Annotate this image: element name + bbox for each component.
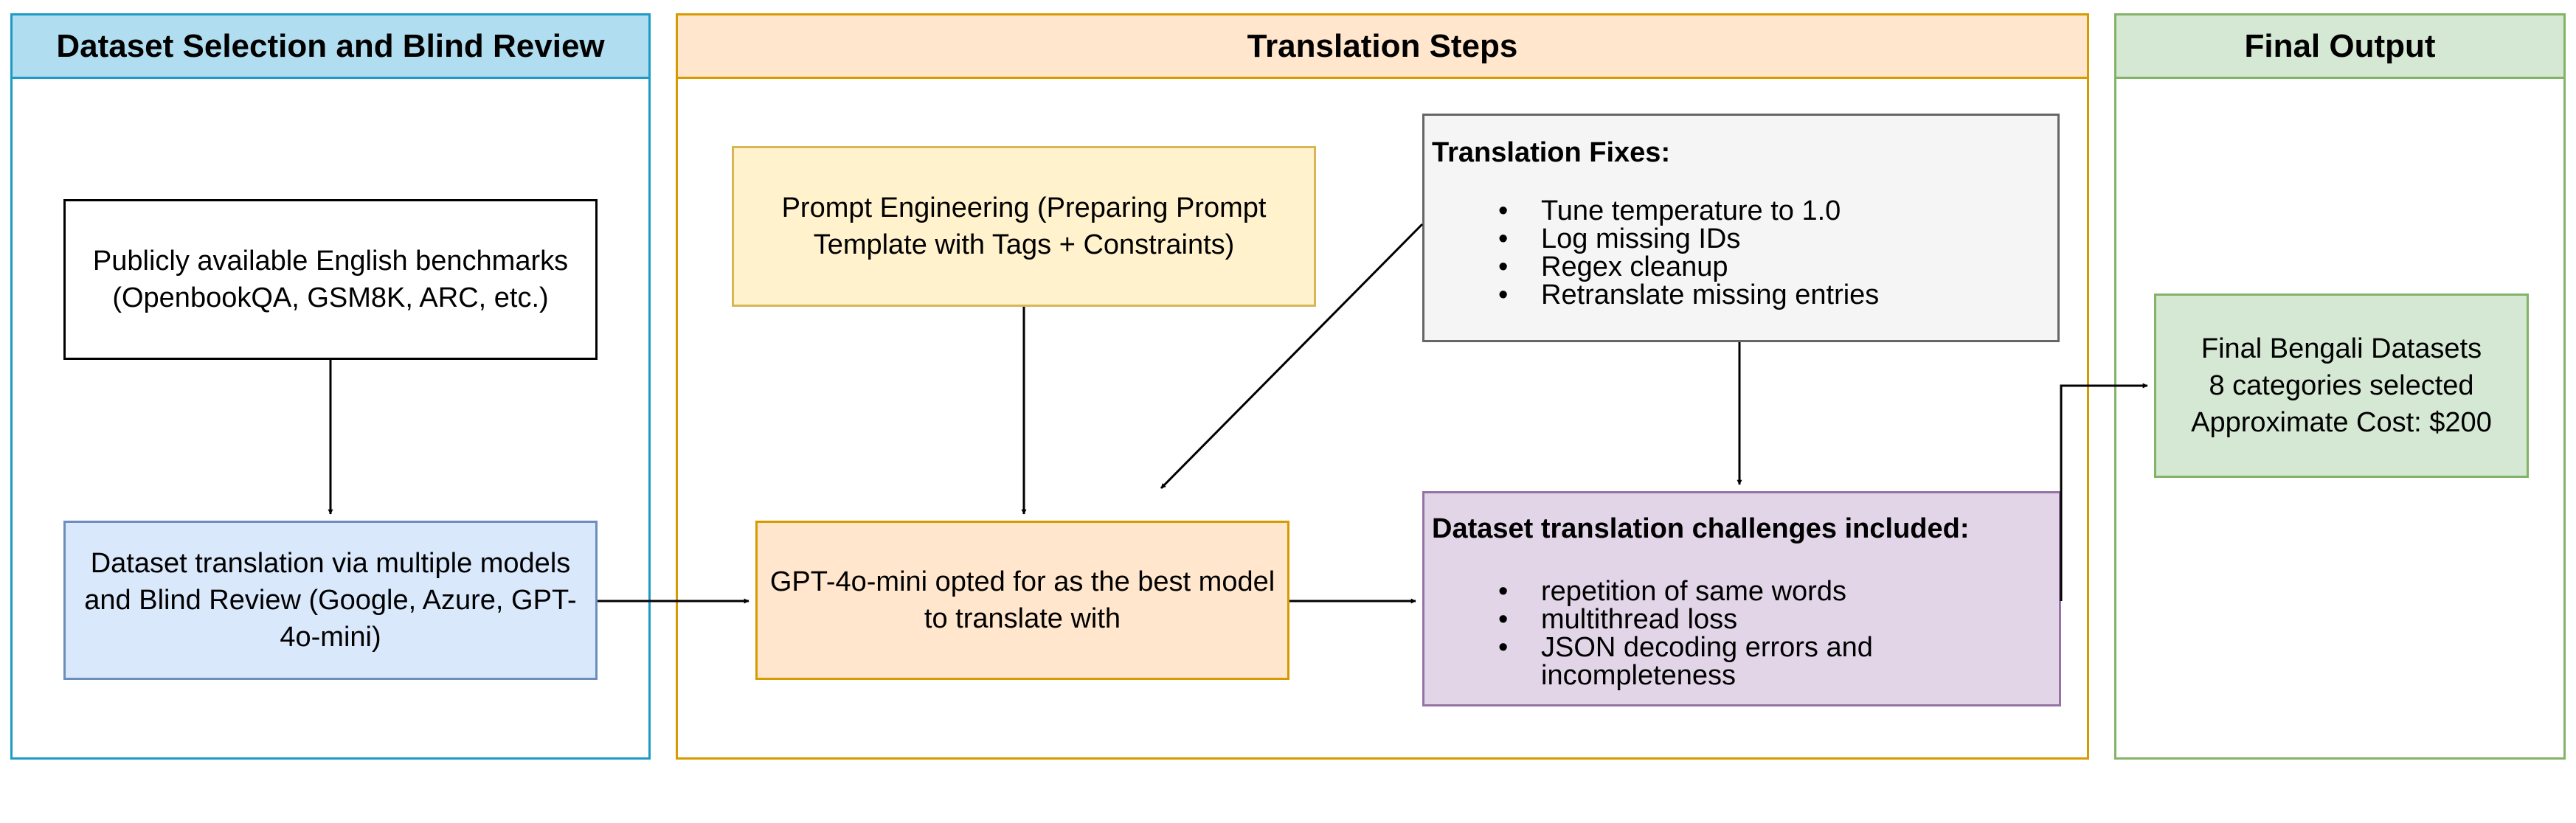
lane-title-translation-steps: Translation Steps xyxy=(678,15,2087,79)
list-item: Log missing IDs xyxy=(1498,225,2057,253)
list-item: Regex cleanup xyxy=(1498,253,2057,281)
list-item: Tune temperature to 1.0 xyxy=(1498,197,2057,225)
final-output-line-3: Approximate Cost: $200 xyxy=(2191,407,2492,439)
node-prompt-engineering: Prompt Engineering (Preparing Prompt Tem… xyxy=(732,146,1316,307)
node-english-benchmarks-text: Publicly available English benchmarks (O… xyxy=(92,245,569,313)
lane-title-final-output: Final Output xyxy=(2116,15,2563,79)
node-translation-fixes: Translation Fixes: Tune temperature to 1… xyxy=(1422,114,2060,342)
node-dataset-translation-review: Dataset translation via multiple models … xyxy=(63,521,598,680)
translation-fixes-list: Tune temperature to 1.0 Log missing IDs … xyxy=(1432,197,2057,309)
node-prompt-engineering-text: Prompt Engineering (Preparing Prompt Tem… xyxy=(781,192,1267,260)
final-output-line-2: 8 categories selected xyxy=(2209,369,2474,401)
node-translation-fixes-title: Translation Fixes: xyxy=(1432,137,1671,168)
list-item: multithread loss xyxy=(1498,605,2059,633)
translation-challenges-list: repetition of same words multithread los… xyxy=(1432,577,2059,690)
lane-dataset-selection: Dataset Selection and Blind Review xyxy=(10,13,651,760)
list-item: Retranslate missing entries xyxy=(1498,281,2057,309)
final-output-line-1: Final Bengali Datasets xyxy=(2201,333,2482,364)
node-translation-challenges: Dataset translation challenges included:… xyxy=(1422,491,2061,706)
list-item: repetition of same words xyxy=(1498,577,2059,605)
node-translation-challenges-title: Dataset translation challenges included: xyxy=(1432,513,1970,544)
node-final-bengali-datasets: Final Bengali Datasets 8 categories sele… xyxy=(2154,294,2529,478)
list-item: JSON decoding errors and incompleteness xyxy=(1498,633,2059,690)
node-english-benchmarks: Publicly available English benchmarks (O… xyxy=(63,199,598,360)
node-dataset-translation-review-text: Dataset translation via multiple models … xyxy=(84,547,577,653)
node-gpt-model-choice-text: GPT-4o-mini opted for as the best model … xyxy=(769,566,1275,634)
lane-title-dataset-selection: Dataset Selection and Blind Review xyxy=(13,15,648,79)
node-gpt-model-choice: GPT-4o-mini opted for as the best model … xyxy=(755,521,1289,680)
lane-translation-steps: Translation Steps xyxy=(676,13,2089,760)
